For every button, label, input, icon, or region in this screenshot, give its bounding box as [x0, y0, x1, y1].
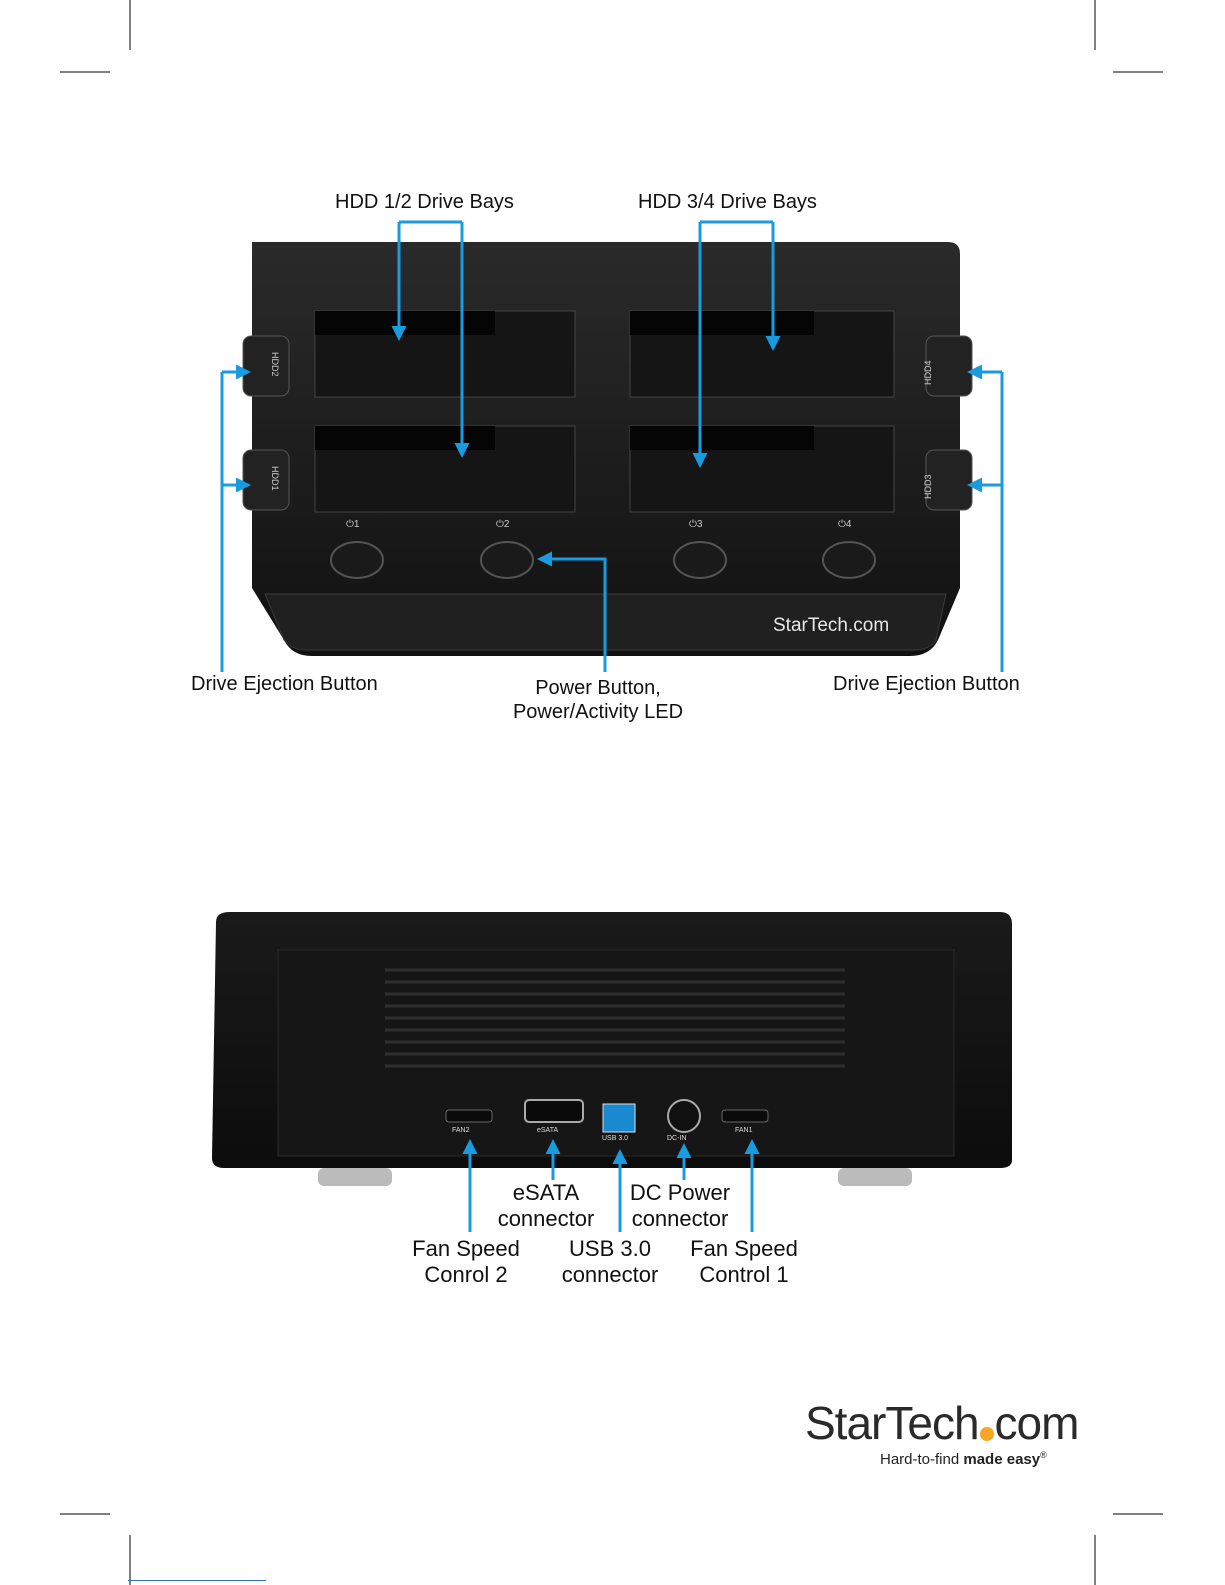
label-esata: eSATA connector — [488, 1180, 604, 1232]
label-fan1-line2: Control 1 — [699, 1262, 789, 1287]
hdd2-marking: HDD2 — [270, 352, 280, 377]
power-marking-3: ⏻3 — [689, 519, 703, 530]
logo-word-left: StarTech — [805, 1397, 980, 1449]
usb-marking: USB 3.0 — [602, 1135, 629, 1142]
label-esata-line2: connector — [497, 1206, 595, 1231]
power-marking-2: ⏻2 — [496, 519, 510, 530]
label-eject-right: Drive Ejection Button — [833, 673, 1020, 695]
label-usb-line2: connector — [561, 1262, 659, 1287]
logo-tagline-bold: made easy — [963, 1451, 1041, 1468]
logo-reg-mark: ® — [1040, 1450, 1047, 1460]
label-esata-line1: eSATA — [512, 1180, 580, 1205]
label-hdd-34-bays: HDD 3/4 Drive Bays — [638, 191, 817, 213]
hdd1-marking: HDD1 — [270, 466, 280, 491]
crop-marks — [60, 0, 1163, 1585]
rear-device-photo — [212, 912, 1012, 1186]
front-callouts — [220, 220, 1004, 672]
label-hdd-12-bays: HDD 1/2 Drive Bays — [335, 191, 514, 213]
label-fan1-line1: Fan Speed — [690, 1236, 798, 1261]
power-marking-1: ⏻1 — [346, 519, 360, 530]
rear-callouts — [462, 1139, 760, 1232]
logo-tagline: Hard-to-find made easy® — [880, 1450, 1047, 1468]
hdd4-marking: HDD4 — [923, 360, 933, 385]
label-power-line1: Power Button, — [535, 677, 661, 699]
logo-dot-icon — [979, 1427, 994, 1441]
label-power-line2: Power/Activity LED — [512, 701, 684, 723]
rear-vent — [385, 968, 845, 1068]
power-marking-4: ⏻4 — [838, 519, 852, 530]
device-brand-marking: StarTech.com — [773, 615, 890, 636]
logo-word-right: com — [994, 1397, 1080, 1449]
esata-marking: eSATA — [537, 1127, 559, 1134]
bottom-rule — [128, 1580, 266, 1581]
label-power-button: Power Button, Power/Activity LED — [498, 676, 698, 724]
label-fan2: Fan Speed Conrol 2 — [404, 1236, 528, 1288]
label-eject-left: Drive Ejection Button — [191, 673, 378, 695]
logo-wordmark: StarTech com — [805, 1397, 1080, 1449]
label-dc-power: DC Power connector — [622, 1180, 738, 1232]
fan1-marking: FAN1 — [735, 1127, 753, 1134]
label-dc-line2: connector — [631, 1206, 729, 1231]
logo-tagline-plain: Hard-to-find — [880, 1451, 964, 1468]
label-fan2-line1: Fan Speed — [412, 1236, 520, 1261]
label-fan1: Fan Speed Control 1 — [682, 1236, 806, 1288]
label-usb-line1: USB 3.0 — [569, 1236, 651, 1261]
startech-logo: StarTech com Hard-to-find made easy® — [805, 1398, 1079, 1478]
fan2-marking: FAN2 — [452, 1127, 470, 1134]
dcin-marking: DC-IN — [667, 1135, 687, 1142]
hdd3-marking: HDD3 — [923, 474, 933, 499]
label-fan2-line2: Conrol 2 — [424, 1262, 508, 1287]
front-device-photo — [242, 242, 973, 656]
label-usb: USB 3.0 connector — [552, 1236, 668, 1288]
label-dc-line1: DC Power — [629, 1180, 731, 1205]
